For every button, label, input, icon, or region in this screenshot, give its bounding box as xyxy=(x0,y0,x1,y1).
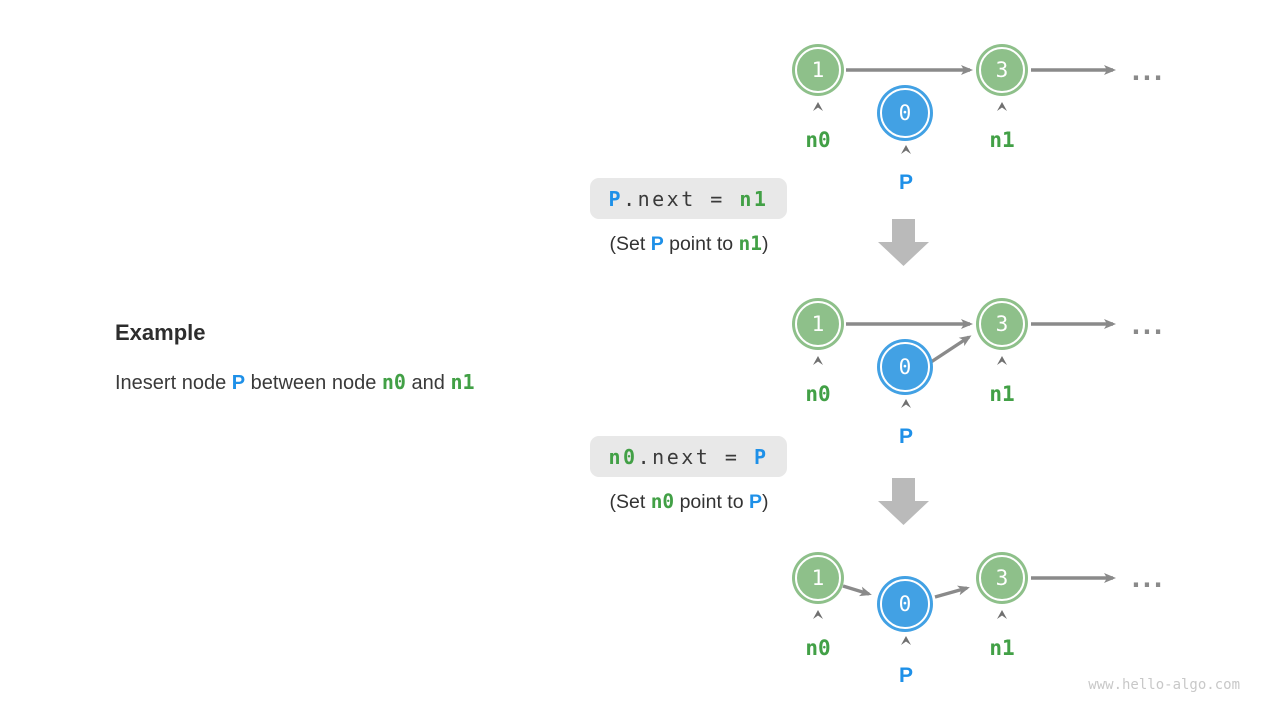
stage3-ellipsis: ... xyxy=(1131,565,1165,593)
up-caret-icon xyxy=(997,102,1007,111)
code-token-next: .next = xyxy=(637,444,754,469)
code-token-n1: n1 xyxy=(739,186,769,211)
caption-mid: point to xyxy=(674,491,749,513)
example-block: Example Inesert node P between node n0 a… xyxy=(115,320,475,395)
stage1-node-n1: 3 xyxy=(979,47,1025,93)
up-caret-icon xyxy=(813,610,823,619)
stage1-label-p: P xyxy=(898,171,914,194)
step1-caption: (Set P point to n1) xyxy=(575,231,803,257)
caption-mid: point to xyxy=(663,233,739,255)
up-caret-icon xyxy=(901,636,911,645)
step1-code-box: P.next = n1 xyxy=(590,178,787,219)
stage1-node-n0: 1 xyxy=(795,47,841,93)
caption-post: ) xyxy=(762,491,769,513)
example-text-pre: Inesert node xyxy=(115,372,232,394)
up-caret-icon xyxy=(997,610,1007,619)
stage1-node-p: 0 xyxy=(880,88,930,138)
up-caret-icon xyxy=(813,102,823,111)
step2-down-block-arrow-icon xyxy=(878,478,929,525)
stage2-label-n0: n0 xyxy=(805,382,831,406)
example-text: Inesert node P between node n0 and n1 xyxy=(115,370,475,395)
stage2-node-p: 0 xyxy=(880,342,930,392)
code-token-p: P xyxy=(753,444,769,469)
caption-post: ) xyxy=(762,233,769,255)
stage2-node-n1: 3 xyxy=(979,301,1025,347)
code-token-p: P xyxy=(608,186,624,211)
example-text-and: and xyxy=(405,372,451,394)
up-caret-icon xyxy=(901,145,911,154)
arrow-n0-to-p xyxy=(842,584,872,597)
stage3-node-p: 0 xyxy=(880,579,930,629)
code-token-next: .next = xyxy=(623,186,740,211)
stage3-label-n1: n1 xyxy=(989,636,1015,660)
caption-token-n1: n1 xyxy=(738,232,762,255)
token-p: P xyxy=(231,372,246,394)
caption-token-p: P xyxy=(748,491,762,513)
stage3-label-n0: n0 xyxy=(805,636,831,660)
stage2-label-p: P xyxy=(898,425,914,448)
token-n1: n1 xyxy=(450,370,475,394)
example-heading: Example xyxy=(115,320,206,345)
stage3-node-n0: 1 xyxy=(795,555,841,601)
stage2-label-n1: n1 xyxy=(989,382,1015,406)
stage2-ellipsis: ... xyxy=(1131,312,1165,340)
caption-token-p: P xyxy=(650,233,664,255)
step2-code-box: n0.next = P xyxy=(590,436,787,477)
caption-token-n0: n0 xyxy=(650,490,675,513)
watermark: www.hello-algo.com xyxy=(1088,677,1240,693)
up-caret-icon xyxy=(901,399,911,408)
token-n0: n0 xyxy=(381,370,406,394)
example-text-mid: between node xyxy=(245,372,382,394)
up-caret-icon xyxy=(813,356,823,365)
step1-down-block-arrow-icon xyxy=(878,219,929,266)
stage3-node-n1: 3 xyxy=(979,555,1025,601)
stage1-label-n0: n0 xyxy=(805,128,831,152)
caption-pre: (Set xyxy=(609,233,651,255)
arrow-p-to-n1 xyxy=(934,585,970,599)
stage1-label-n1: n1 xyxy=(989,128,1015,152)
step2-caption: (Set n0 point to P) xyxy=(575,489,803,515)
up-caret-icon xyxy=(997,356,1007,365)
stage1-ellipsis: ... xyxy=(1131,58,1165,86)
stage3-label-p: P xyxy=(898,664,914,687)
code-token-n0: n0 xyxy=(608,444,638,469)
arrow-p-to-n1 xyxy=(927,335,972,366)
stage2-node-n0: 1 xyxy=(795,301,841,347)
caption-pre: (Set xyxy=(609,491,651,513)
